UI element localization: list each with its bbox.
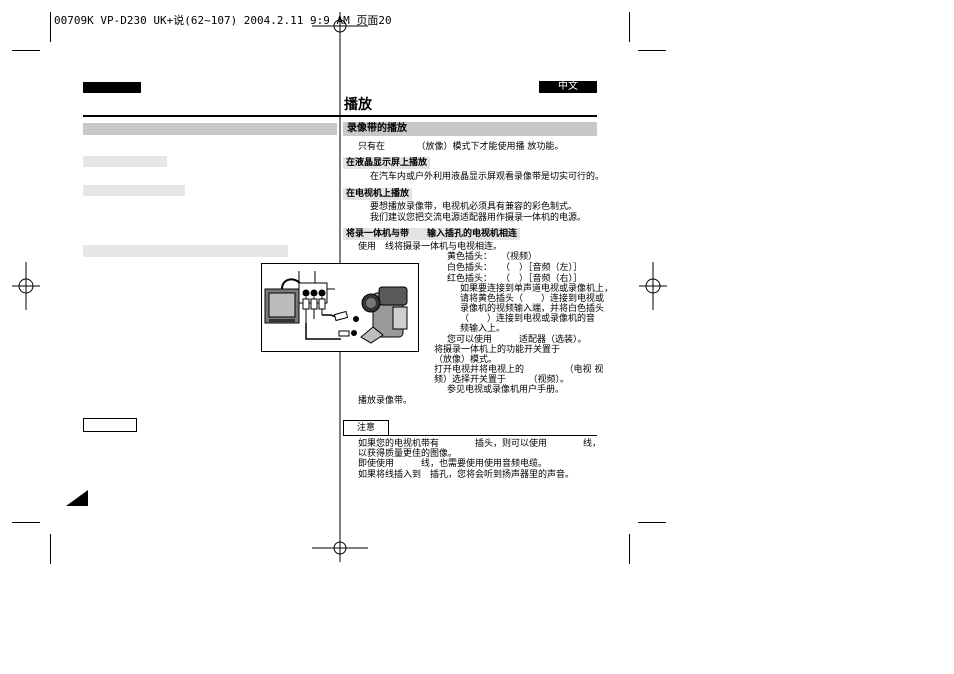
mono-note-line3: 录像机的视频输入端，并将白色插头: [460, 304, 605, 314]
step2-line1: 将摄录一体机上的功能开关置于: [434, 345, 561, 355]
crop-mark: [50, 12, 51, 42]
notes-rule: [343, 435, 597, 436]
yellow-plug-text: 黄色插头： （视频）: [447, 252, 538, 262]
arrow-marker-icon: [353, 316, 359, 322]
page-title: 播放: [344, 97, 372, 113]
page-corner-triangle: [66, 490, 88, 506]
red-plug-text: 红色插头： （ ）［音频（右）］: [447, 274, 583, 284]
lcd-playback-heading: 在液晶显示屏上播放: [343, 157, 431, 169]
note-1: 如果您的电视机带有 插头，则可以使用 线，: [358, 439, 602, 449]
tv-playback-heading: 在电视机上播放: [343, 188, 413, 200]
language-tab-chinese: 中文: [539, 81, 597, 93]
section-title: 录像带的播放: [347, 123, 407, 134]
subheading-bar-left: [83, 156, 167, 167]
tv-playback-line1: 要想播放录像带，电视机必须具有兼容的彩色制式。: [370, 202, 578, 212]
step3-line1: 打开电视并将电视上的 （电视 视: [434, 365, 604, 375]
language-tab-english: [83, 82, 141, 93]
note-3: 如果将线插入到 插孔，您将会听到扬声器里的声音。: [358, 470, 575, 480]
crop-mark: [638, 522, 666, 523]
crop-mark: [629, 534, 630, 564]
step3-line2: 频）选择开关置于 （视频）。: [434, 375, 570, 385]
white-plug-text: 白色插头： （ ）［音频（左）］: [447, 263, 583, 273]
arrow-marker-icon: [351, 330, 357, 336]
tv-playback-line2: 我们建议您把交流电源适配器用作摄录一体机的电源。: [370, 213, 587, 223]
section-title-bar: [343, 122, 597, 136]
note-1-cont: 以获得质量更佳的图像。: [358, 449, 458, 459]
mono-note-line2: 请将黄色插头（ ）连接到电视或: [460, 294, 605, 304]
subheading-bar-left: [83, 245, 288, 257]
print-header: 00709K VP-D230 UK+说(62~107) 2004.2.11 9:…: [54, 14, 392, 27]
step2-line2: （放像）模式。: [434, 355, 498, 365]
crop-mark: [12, 50, 40, 51]
connect-heading: 将录一体机与带 输入插孔的电视机相连: [343, 228, 521, 240]
step3-line3: 参见电视或录像机用户手册。: [447, 385, 565, 395]
note-2: 即使使用 线，也需要使用使用音频电缆。: [358, 459, 548, 469]
crop-mark: [50, 534, 51, 564]
connect-step1: 使用 线将摄录一体机与电视相连。: [358, 242, 503, 252]
tv-icon: [264, 288, 300, 324]
av-jack-icons: [298, 282, 328, 323]
mono-note-line4: （ ）连接到电视或录像机的音: [460, 314, 596, 324]
crop-mark: [638, 50, 666, 51]
step4-text: 播放录像带。: [358, 396, 413, 406]
section-bar-left: [83, 123, 337, 135]
adapter-text: 您可以使用 适配器（选装）。: [447, 335, 587, 345]
notes-label: 注意: [343, 420, 389, 436]
intro-text: 只有在 （放像）模式下才能使用播 放功能。: [358, 142, 564, 152]
header-rule: [83, 115, 597, 117]
mono-note-line5: 频输入上。: [460, 324, 506, 334]
lcd-playback-text: 在汽车内或户外利用液晶显示屏观看录像带是切实可行的。: [370, 172, 605, 182]
crop-mark: [12, 522, 40, 523]
camcorder-icon: [360, 286, 408, 344]
tv-connection-diagram: [261, 263, 419, 352]
mono-note-line1: 如果要连接到单声道电视或录像机上，: [460, 284, 614, 294]
notes-box-left: [83, 418, 137, 432]
subheading-bar-left: [83, 185, 185, 196]
crop-mark: [629, 12, 630, 42]
